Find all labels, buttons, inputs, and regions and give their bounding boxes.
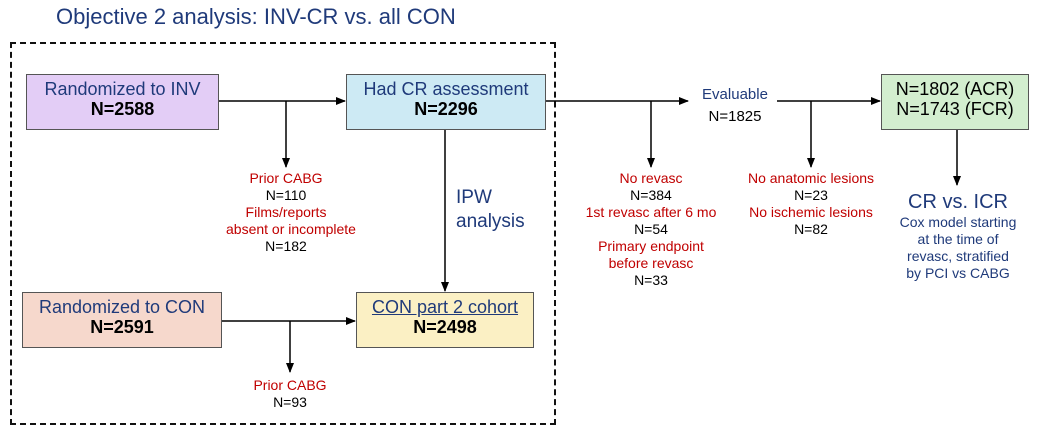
con-exclusions: Prior CABG N=93 [240,377,340,411]
lesion-exclusions: No anatomic lesions N=23 No ischemic les… [736,170,886,238]
evaluable-counts-box: N=1802 (ACR) N=1743 (FCR) [881,74,1029,130]
cr-vs-icr-title: CR vs. ICR [908,191,1008,213]
no-revasc-count: N=384 [630,187,672,203]
no-revasc-label: No revasc [619,170,683,186]
evaluable-label: Evaluable N=1825 [690,85,780,126]
randomized-con-label: Randomized to CON [38,297,206,317]
con-part2-cohort-count: N=2498 [413,317,477,337]
no-ischemic-lesions-count: N=82 [794,221,828,237]
late-revasc-count: N=54 [634,221,668,237]
fcr-count: N=1743 (FCR) [896,99,1014,119]
primary-endpoint-label-line1: Primary endpoint [598,238,704,254]
page-title: Objective 2 analysis: INV-CR vs. all CON [56,4,456,29]
films-reports-label-line1: Films/reports [245,204,327,220]
films-reports-count: N=182 [265,238,307,254]
randomized-inv-count: N=2588 [90,99,155,119]
late-revasc-label: 1st revasc after 6 mo [585,204,717,220]
primary-endpoint-count: N=33 [634,272,668,288]
primary-endpoint-label-line2: before revasc [608,255,694,271]
inv-exclusions: Prior CABG N=110 Films/reports absent or… [226,170,356,255]
outcome-line-2: at the time of [917,231,999,247]
con-prior-cabg-label: Prior CABG [253,377,327,393]
cr-assessment-box: Had CR assessment N=2296 [346,74,546,130]
inv-cr-vs-con-group-border [10,42,556,425]
ipw-analysis-label: IPW analysis [456,186,525,234]
cr-assessment-label: Had CR assessment [363,79,529,99]
randomized-inv-box: Randomized to INV N=2588 [26,74,219,130]
evaluable-title: Evaluable [702,86,768,103]
outcome-line-1: Cox model starting [899,214,1017,230]
acr-count: N=1802 (ACR) [895,79,1015,99]
inv-prior-cabg-count: N=110 [265,187,307,203]
randomized-inv-label: Randomized to INV [44,79,201,99]
con-part2-cohort-box: CON part 2 cohort N=2498 [356,292,534,348]
cr-assessment-count: N=2296 [414,99,478,119]
no-ischemic-lesions-label: No ischemic lesions [749,204,873,220]
randomized-con-count: N=2591 [90,317,154,337]
evaluable-count: N=1825 [708,108,762,125]
films-reports-label-line2: absent or incomplete [226,221,356,237]
con-part2-cohort-label: CON part 2 cohort [371,297,519,317]
inv-prior-cabg-label: Prior CABG [249,170,323,186]
no-anatomic-lesions-label: No anatomic lesions [747,170,875,186]
outcome-line-4: by PCI vs CABG [906,265,1010,281]
outcome-line-3: revasc, stratified [907,248,1009,264]
no-anatomic-lesions-count: N=23 [794,187,828,203]
randomized-con-box: Randomized to CON N=2591 [22,292,222,348]
revasc-exclusions: No revasc N=384 1st revasc after 6 mo N=… [571,170,731,289]
con-prior-cabg-count: N=93 [273,394,307,410]
ipw-label-line1: IPW [456,187,492,208]
cr-vs-icr-outcome: CR vs. ICR Cox model starting at the tim… [878,190,1038,282]
ipw-label-line2: analysis [456,211,525,232]
